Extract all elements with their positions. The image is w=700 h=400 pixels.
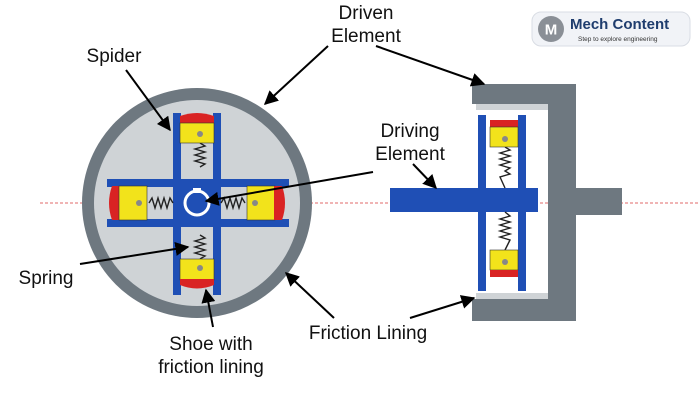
label-driven-line2: Element <box>331 26 401 47</box>
arrow-spider <box>125 69 171 132</box>
hub-bore <box>183 189 211 217</box>
side-shoe-top <box>489 120 519 148</box>
label-shoe-line2: friction lining <box>158 357 264 378</box>
side-spring-bottom <box>497 211 513 251</box>
brand-logo: M Mech Content Step to explore engineeri… <box>531 11 691 47</box>
driving-spider-section <box>390 115 538 291</box>
brand-badge-icon <box>538 16 564 42</box>
spring-bottom <box>192 234 208 260</box>
arrow-driven-to-section <box>375 45 486 87</box>
label-spider: Spider <box>87 46 143 67</box>
shoe-bottom <box>179 258 215 289</box>
label-friction-lining: Friction Lining <box>309 323 427 344</box>
friction-lining-bottom <box>476 293 548 299</box>
label-spring: Spring <box>19 268 74 289</box>
hub-key <box>193 188 201 193</box>
shoe-left <box>109 185 148 221</box>
friction-lining-top <box>476 104 548 110</box>
arrow-friction-to-section <box>409 295 476 319</box>
arrow-driving-to-shaft <box>412 163 437 190</box>
label-driven-line1: Driven <box>339 3 394 24</box>
front-view <box>82 88 312 318</box>
spring-top <box>192 142 208 168</box>
side-spring-top <box>497 146 513 189</box>
label-driving-line2: Element <box>375 144 445 165</box>
arrow-driven-to-drum <box>263 45 329 105</box>
brand-tagline: Step to explore engineering <box>578 36 658 43</box>
arrow-friction-to-drum <box>284 272 335 319</box>
arrow-spring <box>79 242 190 265</box>
spring-right <box>220 195 246 211</box>
side-shoe-bottom <box>489 249 519 277</box>
driven-drum-section <box>472 84 622 321</box>
spring-left <box>148 195 174 211</box>
side-view <box>390 84 622 321</box>
label-driving-line1: Driving <box>380 121 439 142</box>
shoe-top <box>179 113 215 144</box>
brand-initial: M <box>545 22 558 39</box>
label-shoe-line1: Shoe with <box>169 334 252 355</box>
arrow-shoe <box>201 288 216 328</box>
arrow-driving-to-hub <box>204 171 374 206</box>
leader-lines <box>79 45 486 328</box>
brand-name: Mech Content <box>570 16 669 33</box>
